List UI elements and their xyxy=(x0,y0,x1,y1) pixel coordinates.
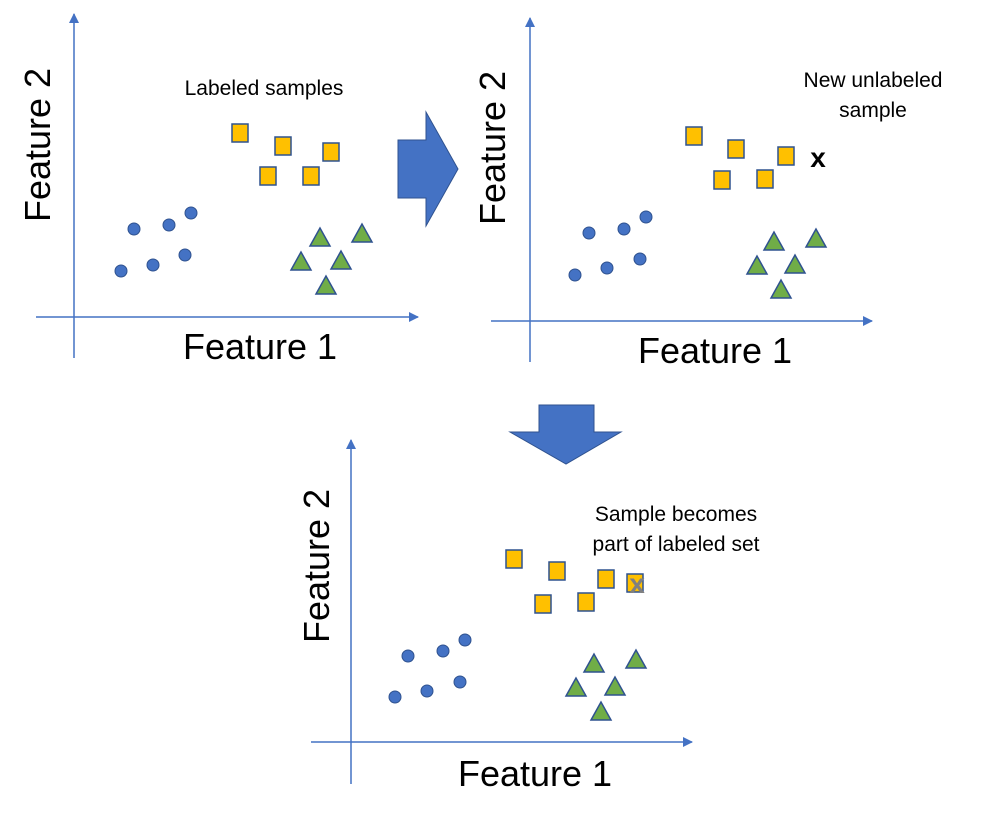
square-sample xyxy=(534,594,552,614)
panel-caption: Sample becomes xyxy=(595,503,757,526)
circle-sample xyxy=(184,206,198,220)
triangle-sample xyxy=(308,226,332,247)
panel-caption: New unlabeled xyxy=(804,69,943,92)
triangle-cluster xyxy=(564,648,648,721)
new-sample-x-mark: x xyxy=(629,568,645,599)
triangle-sample xyxy=(769,278,793,299)
square-sample xyxy=(302,166,320,186)
circle-sample xyxy=(388,690,402,704)
square-sample xyxy=(756,169,774,189)
x-axis-title: Feature 1 xyxy=(638,330,792,371)
square-cluster xyxy=(231,123,340,186)
panel-sample-joins-labeled-set: Feature 1 Feature 2 Sample becomes part … xyxy=(296,439,760,794)
circle-sample xyxy=(114,264,128,278)
circle-sample xyxy=(162,218,176,232)
square-sample xyxy=(274,136,292,156)
circle-sample xyxy=(633,252,647,266)
triangle-sample xyxy=(289,250,313,271)
square-sample xyxy=(713,170,731,190)
square-sample xyxy=(548,561,566,581)
triangle-cluster xyxy=(289,222,374,295)
square-sample xyxy=(685,126,703,146)
square-cluster xyxy=(505,549,644,614)
new-sample-square xyxy=(626,573,644,593)
square-sample xyxy=(577,592,595,612)
x-axis-title: Feature 1 xyxy=(183,326,337,367)
circle-sample xyxy=(453,675,467,689)
circle-sample xyxy=(401,649,415,663)
circle-sample xyxy=(600,261,614,275)
circle-cluster xyxy=(114,206,198,278)
triangle-sample xyxy=(589,700,613,721)
panel-new-unlabeled-sample: Feature 1 Feature 2 New unlabeled sample… xyxy=(472,17,943,371)
circle-sample xyxy=(420,684,434,698)
triangle-sample xyxy=(783,253,807,274)
panel-caption: Labeled samples xyxy=(185,77,344,100)
triangle-sample xyxy=(350,222,374,243)
square-sample xyxy=(727,139,745,159)
triangle-sample xyxy=(745,254,769,275)
square-sample xyxy=(231,123,249,143)
new-sample-x-mark: x xyxy=(810,142,826,173)
block-arrow-right xyxy=(397,110,459,228)
triangle-sample xyxy=(624,648,648,669)
square-sample xyxy=(322,142,340,162)
circle-sample xyxy=(127,222,141,236)
circle-sample xyxy=(178,248,192,262)
triangle-sample xyxy=(603,675,627,696)
triangle-sample xyxy=(582,652,606,673)
x-axis-title: Feature 1 xyxy=(458,753,612,794)
triangle-sample xyxy=(329,249,353,270)
triangle-sample xyxy=(804,227,828,248)
circle-sample xyxy=(436,644,450,658)
square-sample xyxy=(259,166,277,186)
circle-sample xyxy=(582,226,596,240)
triangle-sample xyxy=(762,230,786,251)
circle-cluster xyxy=(388,633,472,704)
circle-cluster xyxy=(568,210,653,282)
y-axis-title: Feature 2 xyxy=(296,489,337,643)
panel-labeled-samples: Feature 1 Feature 2 Labeled samples xyxy=(17,13,419,367)
panel-caption: part of labeled set xyxy=(593,533,760,556)
circle-sample xyxy=(639,210,653,224)
circle-sample xyxy=(458,633,472,647)
triangle-cluster xyxy=(745,227,828,299)
circle-sample xyxy=(617,222,631,236)
square-sample xyxy=(505,549,523,569)
triangle-sample xyxy=(314,274,338,295)
y-axis-title: Feature 2 xyxy=(472,71,513,225)
square-sample xyxy=(777,146,795,166)
square-cluster xyxy=(685,126,795,190)
y-axis-title: Feature 2 xyxy=(17,68,58,222)
square-sample xyxy=(597,569,615,589)
circle-sample xyxy=(568,268,582,282)
circle-sample xyxy=(146,258,160,272)
triangle-sample xyxy=(564,676,588,697)
panel-caption: sample xyxy=(839,99,907,122)
block-arrow-down xyxy=(508,404,623,465)
